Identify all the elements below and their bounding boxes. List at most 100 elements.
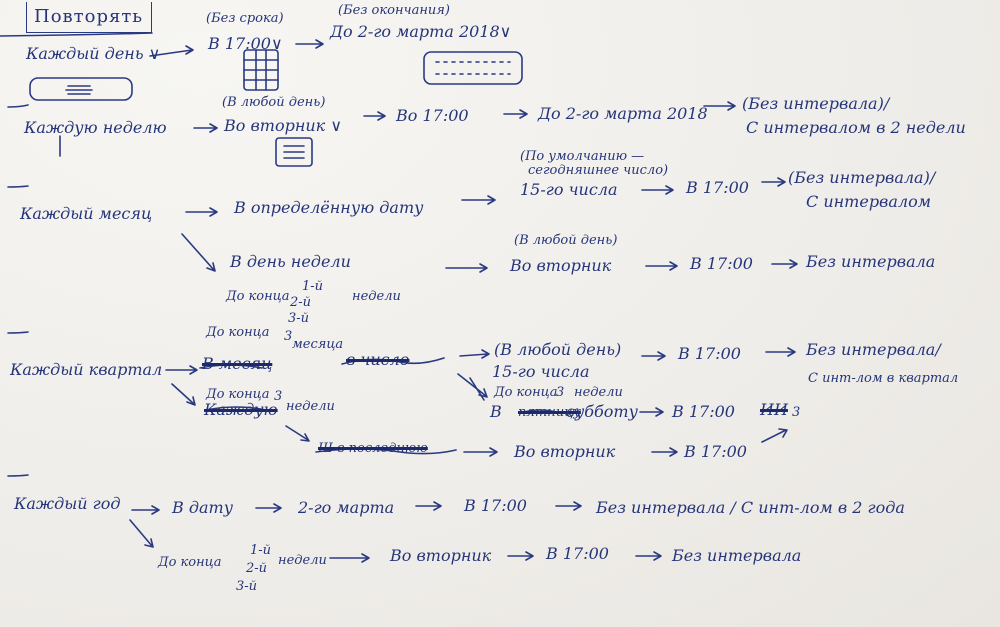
divider-line: [7, 104, 29, 108]
quarterly-end-week-b: 3: [274, 389, 283, 404]
quarterly-crossed-d: пятницу: [518, 405, 581, 420]
quarterly-end-month-c: месяца: [292, 337, 344, 352]
quarterly-crossed-c: Каждую: [204, 400, 278, 419]
yearly-time: В 17:00: [464, 496, 527, 515]
weekly-label: Каждую неделю: [24, 118, 167, 137]
list-widget: [275, 137, 313, 167]
arrow: [255, 503, 282, 513]
monthly-interval-a: (Без интервала)/: [788, 168, 936, 187]
arrow: [363, 111, 386, 121]
monthly-interval-c: Без интервала: [806, 252, 936, 271]
calendar-grid: [243, 49, 279, 91]
monthly-label: Каждый месяц: [20, 204, 153, 223]
arrow: [415, 501, 442, 511]
weekly-day: Во вторник ∨: [224, 116, 343, 135]
arrow: [129, 519, 154, 548]
scribble: [205, 406, 267, 411]
yearly-week-2: 2-й: [246, 561, 268, 576]
arrow: [469, 377, 485, 401]
arrow: [555, 501, 582, 511]
weekly-day-note: (В любой день): [222, 95, 326, 110]
arrow: [193, 123, 218, 133]
yearly-week-prefix: До конца: [158, 555, 222, 570]
scribble: [341, 357, 445, 365]
quarterly-label: Каждый квартал: [10, 360, 163, 379]
quarterly-end-month-a: До конца: [206, 325, 270, 340]
arrow: [181, 233, 216, 272]
monthly-week-1: 1-й: [302, 279, 324, 294]
quarterly-crossed-a: В месяц: [202, 354, 273, 373]
monthly-date-note-b: сегодняшнее число): [528, 163, 669, 178]
monthly-interval-b: С интервалом: [806, 192, 931, 211]
arrow: [457, 373, 488, 398]
yearly-week-1: 1-й: [250, 543, 272, 558]
monthly-date: 15-го числа: [520, 180, 618, 199]
yearly-week-3: 3-й: [236, 579, 258, 594]
arrow: [149, 45, 194, 57]
arrow: [703, 101, 736, 111]
quarterly-mark-3: 3: [792, 405, 801, 420]
daily-time-note: (Без срока): [206, 11, 284, 26]
quarterly-crossed-e: ИИ: [760, 400, 788, 419]
arrow: [503, 109, 528, 119]
monthly-time-b: В 17:00: [690, 254, 753, 273]
quarterly-time-c: В 17:00: [684, 442, 747, 461]
arrow: [507, 551, 534, 561]
arrow: [635, 551, 662, 561]
yearly-day: Во вторник: [390, 546, 492, 565]
monthly-week-3: 3-й: [288, 311, 310, 326]
quarterly-interval-b: С инт-лом в квартал: [808, 371, 959, 386]
scribble: [199, 364, 263, 369]
daily-label: Каждый день ∨: [26, 44, 161, 63]
quarterly-week-note-c: недели: [574, 385, 623, 400]
divider-line: [7, 331, 29, 334]
arrow: [765, 347, 796, 357]
date-picker-widget: [423, 51, 523, 85]
arrow: [165, 365, 198, 375]
monthly-day: Во вторник: [510, 256, 612, 275]
divider-line: [7, 185, 29, 188]
arrow: [445, 263, 488, 273]
yearly-label: Каждый год: [14, 494, 121, 513]
quarterly-date: 15-го числа: [492, 362, 590, 381]
quarterly-day-note: (В любой день): [494, 340, 622, 359]
input-widget: [29, 77, 133, 101]
yearly-interval-b: Без интервала: [672, 546, 802, 565]
arrow: [641, 351, 666, 361]
input-widget-lines: [65, 85, 93, 95]
weekly-interval-a: (Без интервала)/: [742, 94, 890, 113]
monthly-date-note-a: (По умолчанию —: [520, 149, 645, 164]
arrow: [285, 425, 310, 442]
quarterly-day-b: субботу: [566, 402, 638, 421]
date-picker-dots: [435, 61, 511, 75]
arrow: [641, 185, 674, 195]
yearly-interval: Без интервала / С инт-лом в 2 года: [596, 498, 905, 517]
title-box: [26, 2, 152, 33]
quarterly-time: В 17:00: [678, 344, 741, 363]
arrow: [461, 195, 496, 205]
arrow: [329, 553, 370, 563]
monthly-week-prefix: До конца: [226, 289, 290, 304]
arrow: [171, 383, 196, 406]
yearly-week-suffix: недели: [278, 553, 327, 568]
page-title: Повторять: [34, 6, 144, 27]
quarterly-crossed-b: в число: [346, 350, 410, 369]
arrow: [761, 428, 788, 443]
divider-line: [0, 32, 153, 37]
yearly-option-a: В дату: [172, 498, 233, 517]
arrow: [463, 447, 498, 457]
monthly-week-suffix: недели: [352, 289, 401, 304]
quarterly-crossed-f: Ш в последнюю: [318, 441, 428, 456]
arrow: [295, 39, 324, 49]
monthly-day-note: (В любой день): [514, 233, 618, 248]
quarterly-end-week-c: недели: [286, 399, 335, 414]
weekly-end: До 2-го марта 2018: [538, 104, 708, 123]
quarterly-day-c: Во вторник: [514, 442, 616, 461]
weekly-time: Во 17:00: [396, 106, 469, 125]
quarterly-day: В: [490, 402, 502, 421]
quarterly-end-month-b: 3: [284, 329, 293, 344]
quarterly-week-note-a: До конца: [494, 385, 558, 400]
scribble: [315, 448, 457, 455]
arrow: [185, 207, 218, 217]
